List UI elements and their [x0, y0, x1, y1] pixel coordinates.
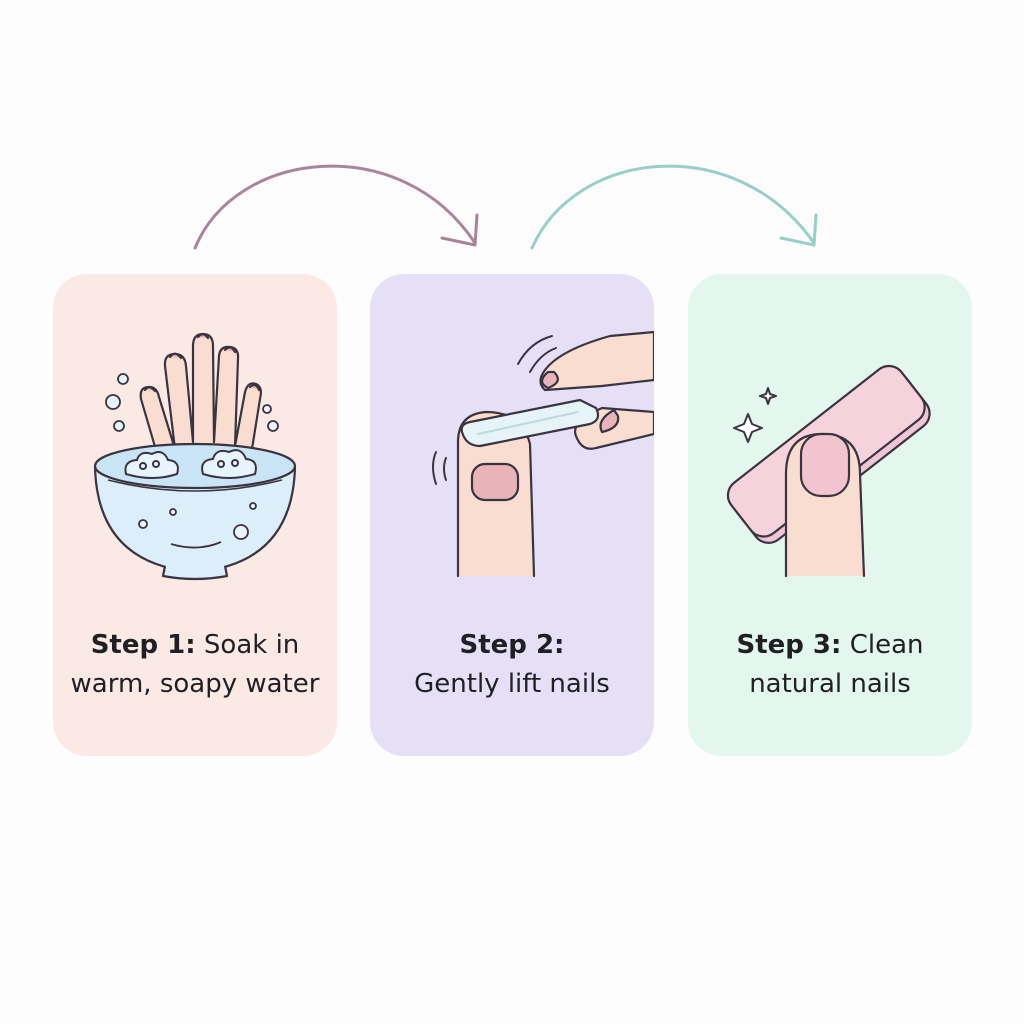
lift-nail-icon: [432, 330, 654, 578]
step-3-text-line1: Clean: [849, 630, 924, 660]
step-2-caption: Step 2: Gently lift nails: [370, 626, 654, 704]
hand-in-bowl-icon: [93, 332, 297, 581]
step-1-text-line1: Soak in: [203, 630, 300, 660]
arrow-step2-to-step3: [530, 164, 818, 250]
step-3-card: Step 3: Clean natural nails: [688, 274, 972, 756]
arrow-step1-to-step2: [193, 164, 479, 250]
step-1-caption: Step 1: Soak in warm, soapy water: [53, 626, 337, 704]
step-2-text-line2: Gently lift nails: [414, 669, 610, 699]
step-2-card: Step 2: Gently lift nails: [370, 274, 654, 756]
step-3-caption: Step 3: Clean natural nails: [688, 626, 972, 704]
buffer-block-icon: [726, 364, 931, 578]
step-1-label: Step 1:: [90, 630, 196, 660]
step-3-text-line2: natural nails: [749, 669, 911, 699]
step-2-label: Step 2:: [459, 630, 565, 660]
step-1-card: Step 1: Soak in warm, soapy water: [53, 274, 337, 756]
step-1-text-line2: warm, soapy water: [70, 669, 320, 699]
step-3-label: Step 3:: [736, 630, 842, 660]
